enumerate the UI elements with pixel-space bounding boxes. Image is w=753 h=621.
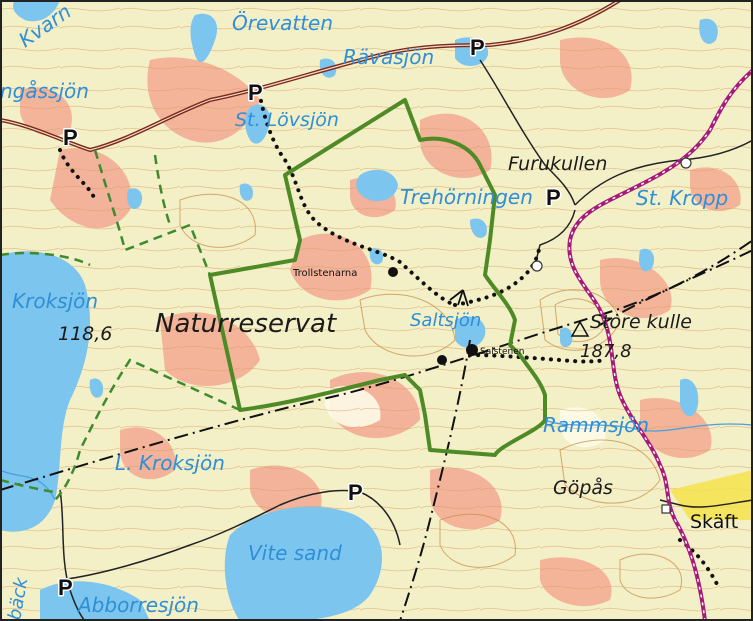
- label-gopas: Göpås: [553, 476, 613, 499]
- lake-kroksjon: [0, 251, 90, 532]
- label-furukullen: Furukullen: [508, 153, 607, 175]
- label-abborresjon: Abborresjön: [76, 593, 199, 617]
- parking-label-vite-sand[interactable]: P: [347, 479, 365, 507]
- main-road-center: [0, 0, 621, 151]
- viewpoint-icon: [449, 289, 469, 307]
- lake-vite-sand: [224, 506, 382, 621]
- lake-saltsjon: [455, 316, 486, 348]
- parking-label-furukullen[interactable]: P: [545, 184, 563, 212]
- label-st-kropp: St. Kropp: [636, 186, 728, 210]
- lake-rammsjon: [680, 378, 699, 417]
- parking-label-south[interactable]: P: [57, 574, 75, 602]
- parking-labels: P P P P P P: [57, 34, 563, 602]
- salstenen-marker[interactable]: [466, 344, 478, 356]
- label-trollstenarna: Trollstenarna: [292, 268, 357, 279]
- lake-kvarn: [13, 0, 61, 22]
- trollstenarna-marker[interactable]: [388, 267, 398, 277]
- label-orevatten: Örevatten: [232, 11, 333, 35]
- elevation-kroksjon: 118,6: [58, 323, 112, 345]
- boulder-marker[interactable]: [437, 355, 447, 365]
- parking-label-west[interactable]: P: [62, 124, 80, 152]
- building-marker: [661, 504, 671, 514]
- label-st-lovsjon: St. Lövsjön: [235, 109, 339, 131]
- power-lines: [0, 239, 753, 621]
- label-saltsjon: Saltsjön: [410, 310, 481, 331]
- lakes: [0, 0, 718, 621]
- parking-label-ravasjon[interactable]: P: [469, 34, 487, 62]
- reserve-boundary-dashed: [0, 149, 241, 501]
- parking-label-lovsjon[interactable]: P: [247, 79, 265, 107]
- label-salstenen: Salstenen: [480, 347, 524, 357]
- label-skaft: Skäft: [690, 511, 738, 533]
- elevation-store-kulle: 187,8: [580, 341, 632, 362]
- label-trehorningen: Trehörningen: [400, 185, 533, 209]
- label-store-kulle: Store kulle: [590, 311, 692, 333]
- lake-abborresjon: [40, 581, 150, 621]
- label-rammsjon: Rammsjön: [543, 413, 649, 437]
- label-ravasjon: Rävasjön: [343, 45, 434, 69]
- field-area: [670, 470, 753, 520]
- lake-st-lovsjon: [245, 104, 270, 144]
- label-ingassjon: ngåssjön: [0, 79, 89, 103]
- label-vite-sand: Vite sand: [248, 541, 342, 565]
- label-naturreservat: Naturreservat: [155, 309, 337, 339]
- label-kroksjon: Kroksjön: [12, 289, 98, 313]
- lake-orevatten: [190, 13, 218, 63]
- waypoint-marker-east[interactable]: [680, 157, 692, 169]
- label-l-kroksjon: L. Kroksjön: [115, 451, 225, 475]
- summit-triangle-icon: [570, 320, 590, 337]
- lake-trehorningen: [356, 169, 398, 202]
- waypoint-marker[interactable]: [531, 260, 543, 272]
- reserve-boundary: [208, 98, 547, 457]
